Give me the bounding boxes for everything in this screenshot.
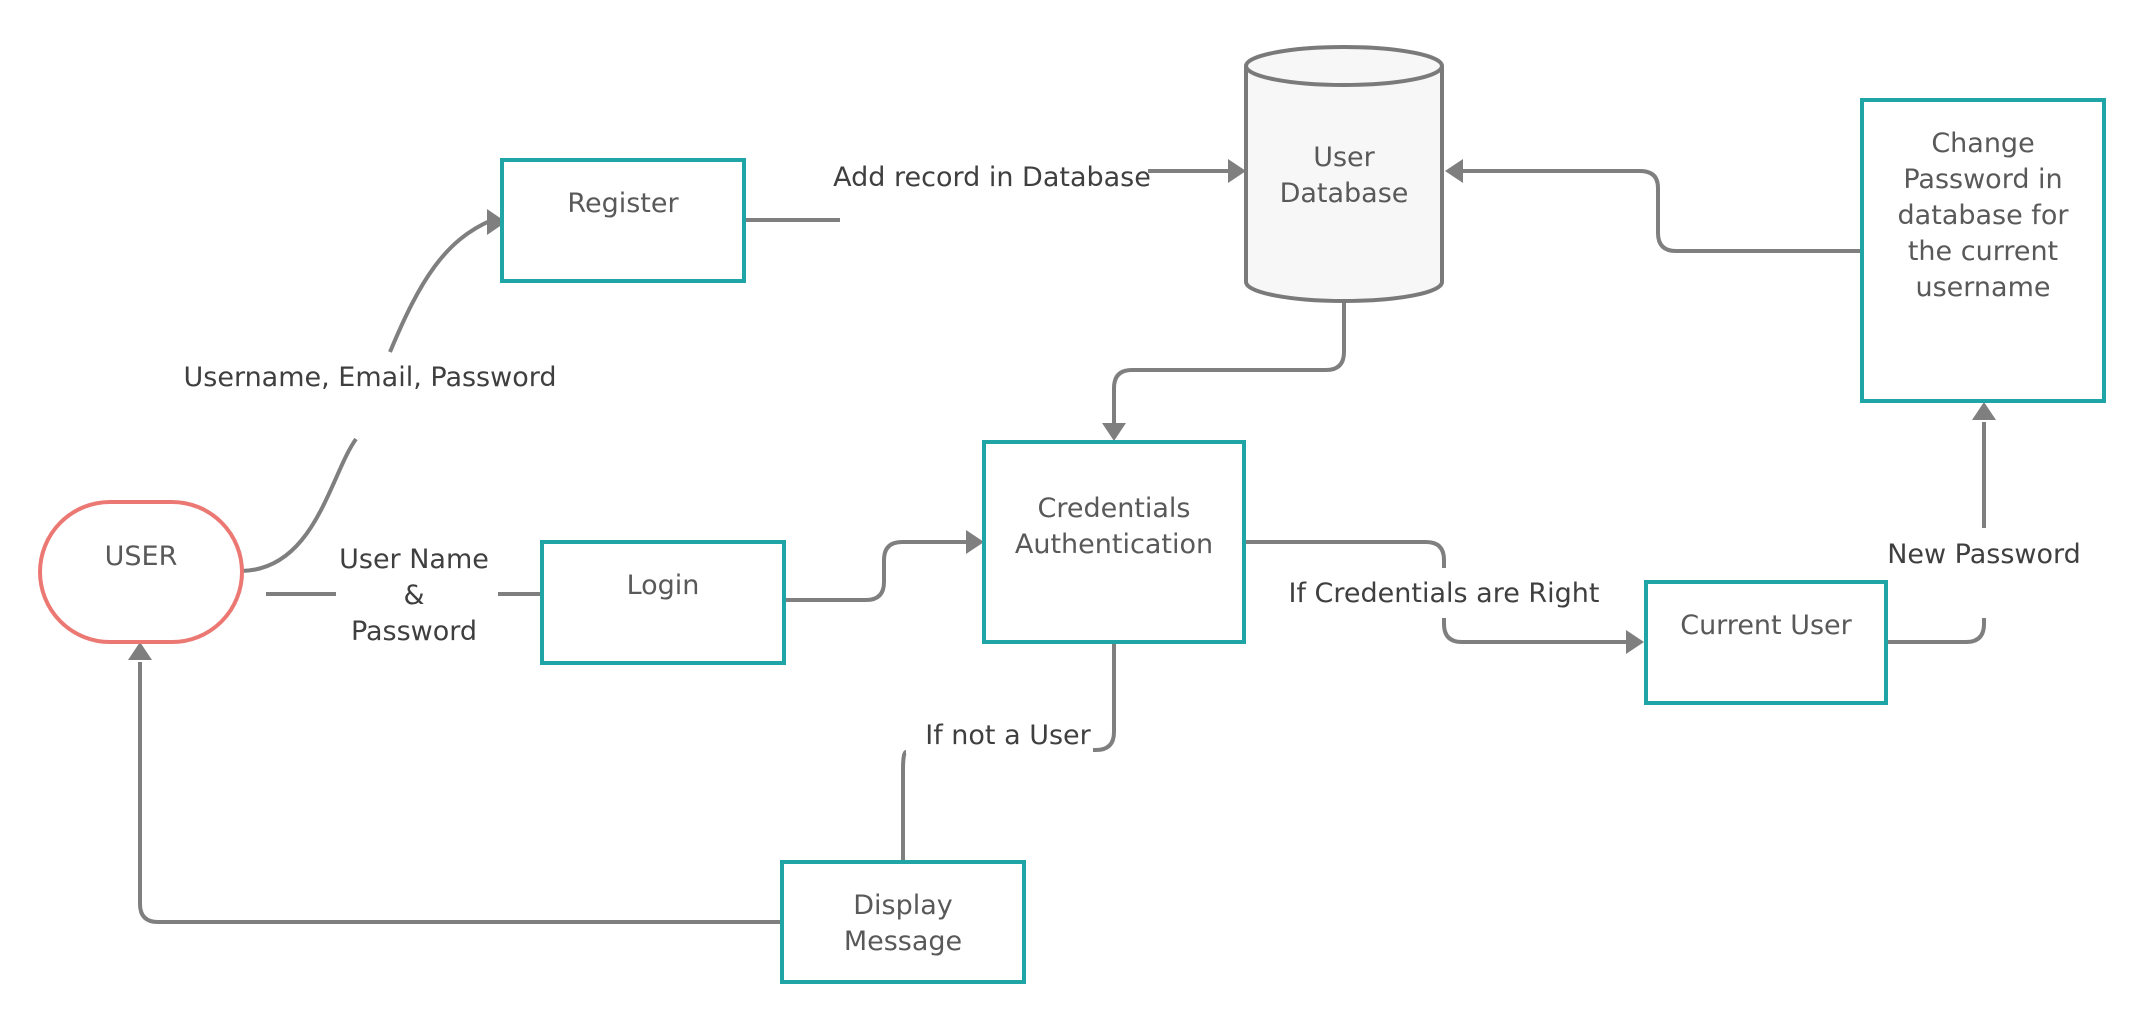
edge-label-add-record: Add record in Database — [833, 162, 1151, 193]
connector-display-to-user — [128, 642, 782, 924]
node-current-user[interactable]: Current User — [1644, 580, 1888, 705]
node-change-label-line4: the current — [1908, 236, 2058, 267]
node-credentials-label-line1: Credentials — [1037, 493, 1190, 524]
node-change-label-line1: Change — [1931, 128, 2034, 159]
edge-label-if-credentials-right: If Credentials are Right — [1288, 578, 1599, 609]
node-credentials-label-line2: Authentication — [1015, 529, 1213, 560]
arrowhead-credentials-left — [966, 530, 984, 554]
node-change-label-line5: username — [1916, 272, 2051, 303]
node-login-label: Login — [627, 570, 700, 601]
arrowhead-credentials-top — [1102, 423, 1126, 441]
connector-current-user-to-change — [1886, 402, 1996, 644]
edge-label-user-name: User Name — [339, 544, 489, 575]
edge-label-password: Password — [351, 616, 477, 647]
edge-label-ampersand: & — [403, 580, 424, 611]
node-user-label: USER — [105, 541, 178, 572]
node-user[interactable]: USER — [38, 500, 244, 644]
connector-change-to-database — [1445, 159, 1862, 253]
node-display-label-line1: Display — [853, 890, 953, 921]
edge-label-new-password: New Password — [1887, 539, 2081, 570]
node-display-label-line2: Message — [844, 926, 962, 957]
node-user-database[interactable]: User Database — [1244, 45, 1444, 303]
connector-credentials-to-current-user — [1244, 540, 1644, 654]
arrowhead-database-right — [1445, 159, 1463, 183]
node-change-password[interactable]: Change Password in database for the curr… — [1860, 98, 2106, 403]
node-register-label: Register — [567, 188, 679, 219]
arrowhead-database-left — [1228, 159, 1246, 183]
connector-user-to-register — [239, 209, 506, 573]
edge-label-username-email-password: Username, Email, Password — [184, 362, 557, 393]
node-database-label-line2: Database — [1280, 178, 1409, 209]
connector-credentials-to-display — [901, 642, 1116, 862]
node-display-message[interactable]: Display Message — [780, 860, 1026, 984]
arrowhead-user-bottom — [128, 642, 152, 660]
node-register[interactable]: Register — [500, 158, 746, 283]
node-change-label-line2: Password in — [1903, 164, 2062, 195]
edge-label-if-not-a-user: If not a User — [925, 720, 1091, 751]
node-database-label-line1: User — [1313, 142, 1375, 173]
connector-register-to-database — [744, 159, 1246, 222]
node-credentials-authentication[interactable]: Credentials Authentication — [982, 440, 1246, 644]
connector-login-to-credentials — [784, 530, 984, 602]
arrowhead-register — [487, 209, 506, 235]
node-current-user-label: Current User — [1680, 610, 1852, 641]
arrowhead-change-bottom — [1972, 402, 1996, 420]
node-login[interactable]: Login — [540, 540, 786, 665]
node-change-label-line3: database for — [1898, 200, 2070, 231]
arrowhead-current-user — [1626, 630, 1644, 654]
connector-database-to-credentials — [1102, 300, 1346, 441]
